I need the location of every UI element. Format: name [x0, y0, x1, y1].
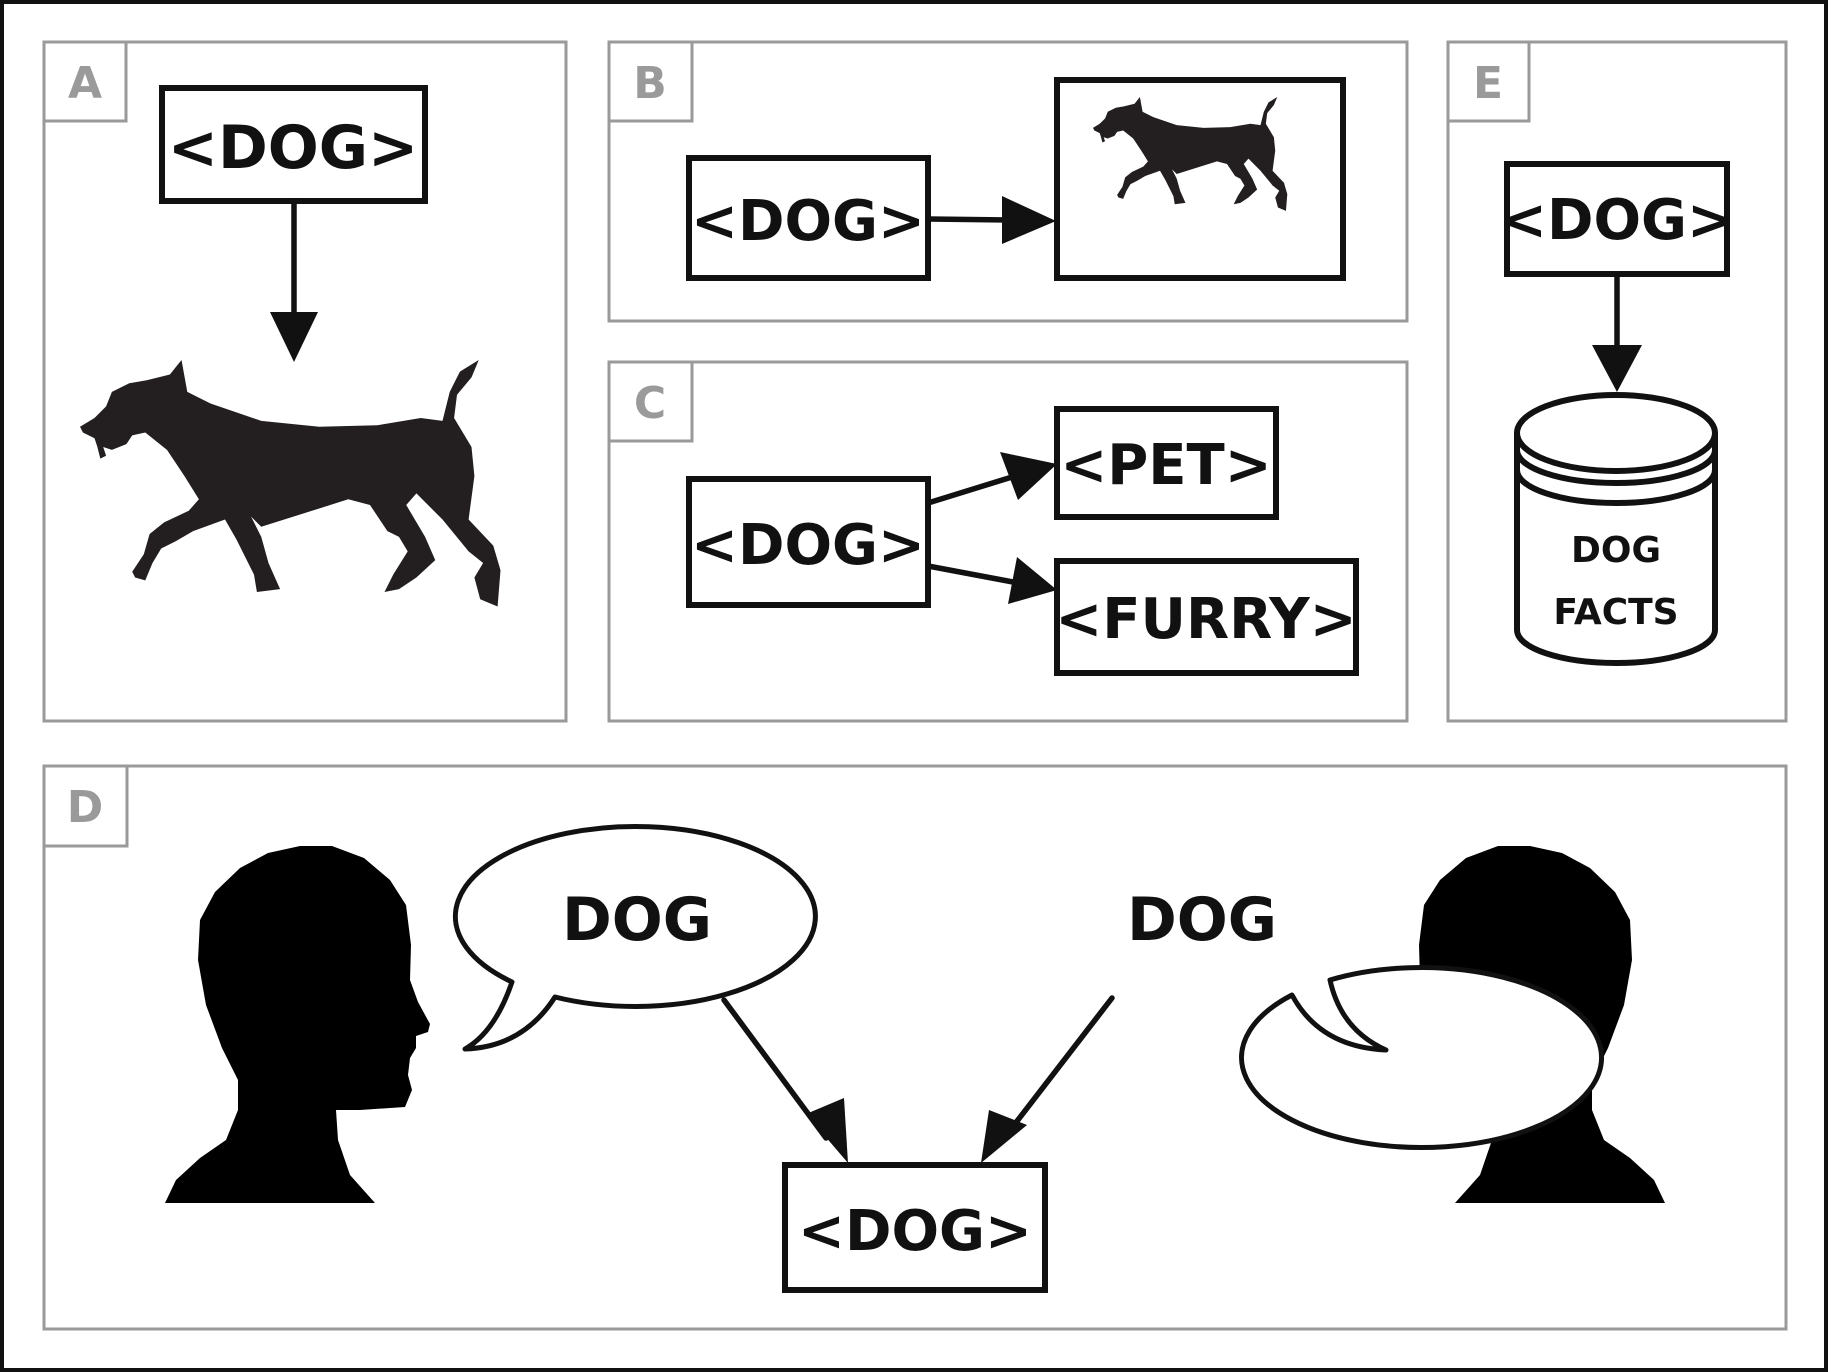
panel-d-arrow-right-head: [981, 1110, 1027, 1163]
panel-d-concept-label: <DOG>: [798, 1199, 1032, 1264]
left-speech-word: DOG: [562, 885, 712, 955]
panel-d-arrow-left-head: [806, 1098, 848, 1163]
panel-b-frame: [607, 40, 1409, 323]
panel-d-concept-box: [782, 1162, 1048, 1293]
panel-e-frame: [1446, 40, 1788, 723]
panel-b-letter: B: [633, 58, 667, 109]
panel-b: B <DOG>: [607, 40, 1409, 323]
panel-b-referent-box: [1054, 77, 1346, 281]
panel-c-pet-box: [1054, 406, 1279, 520]
human-head-silhouette-icon: [165, 846, 430, 1203]
panel-d: D DOG DOG <DOG>: [42, 764, 1788, 1331]
panel-c: C <DOG> <PET> <FURRY>: [607, 360, 1409, 723]
panel-e-store-line1: DOG: [1571, 530, 1661, 571]
panel-a-letter: A: [68, 58, 102, 109]
panel-d-arrow-right-line: [1001, 995, 1115, 1141]
panel-a-concept-label: <DOG>: [168, 113, 419, 183]
panel-c-arrow-furry-line: [925, 563, 1016, 585]
panel-d-tag: [42, 764, 129, 848]
panel-c-tag: [607, 360, 694, 443]
panel-d-frame: [42, 764, 1788, 1331]
panel-e-store-line2: FACTS: [1553, 592, 1678, 633]
panel-a-tag: [42, 40, 128, 123]
panel-c-concept-label: <DOG>: [691, 513, 925, 578]
panel-c-letter: C: [634, 378, 666, 429]
dog-silhouette-icon: [1093, 97, 1288, 211]
panel-b-tag: [607, 40, 694, 123]
panel-a-frame: [42, 40, 568, 723]
panel-c-arrow-pet-line: [925, 474, 1015, 506]
speech-bubble-right: [1239, 965, 1605, 1150]
panel-a-arrow-head: [270, 312, 318, 362]
panel-e-letter: E: [1473, 58, 1503, 109]
dog-silhouette-icon: [80, 360, 501, 607]
panel-c-furry-box: [1054, 558, 1359, 676]
database-cylinder-icon: [1514, 392, 1718, 666]
panel-e-concept-label: <DOG>: [1500, 188, 1734, 253]
panel-b-concept-label: <DOG>: [691, 189, 925, 254]
panel-c-arrow-furry-head: [1008, 557, 1057, 604]
panel-c-concept-box: [686, 476, 931, 608]
panel-b-arrow-line: [925, 216, 1013, 223]
panel-e: E <DOG> DOG FACTS: [1446, 40, 1788, 723]
panel-d-letter: D: [67, 782, 104, 833]
panel-b-arrow-head: [1002, 196, 1056, 244]
panel-e-arrow-head: [1592, 345, 1642, 392]
panel-a: A <DOG>: [42, 40, 568, 723]
panel-c-furry-label: <FURRY>: [1055, 587, 1356, 652]
right-speech-word: DOG: [1127, 885, 1277, 955]
panel-c-pet-label: <PET>: [1060, 433, 1271, 498]
panel-c-frame: [607, 360, 1409, 723]
panel-c-arrow-pet-head: [1000, 452, 1057, 500]
panel-a-concept-box: [159, 85, 428, 204]
speech-bubble-left: [452, 823, 818, 1052]
panel-b-concept-box: [686, 155, 931, 281]
panel-e-tag: [1446, 40, 1531, 123]
